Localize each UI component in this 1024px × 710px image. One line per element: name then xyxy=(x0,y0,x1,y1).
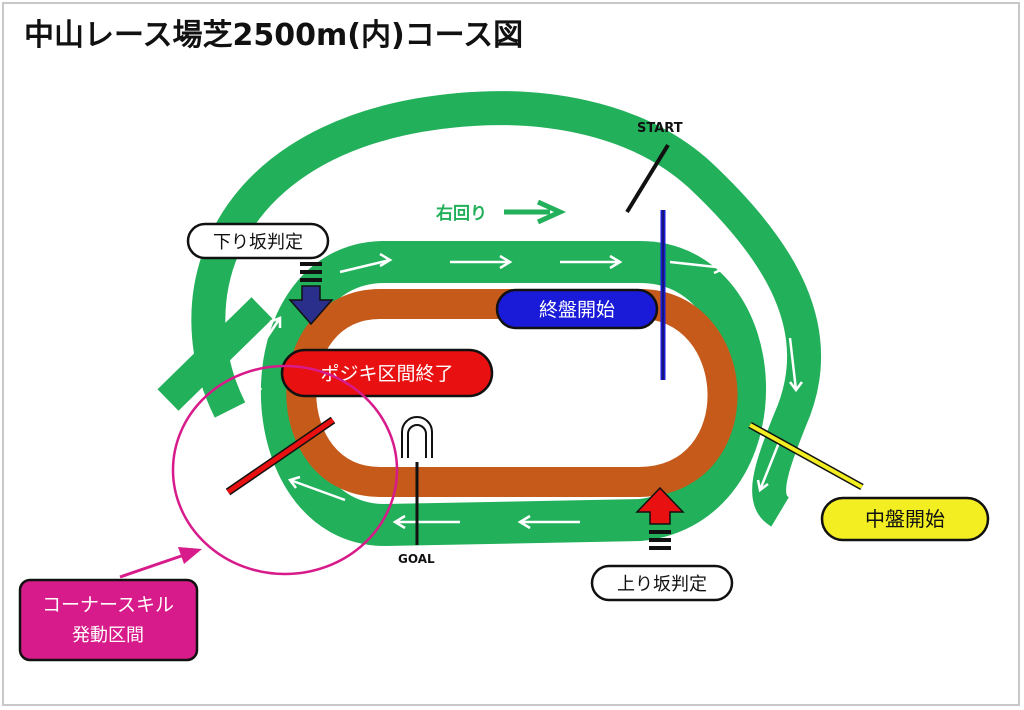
corner-skill-label-line1: コーナースキル xyxy=(42,594,174,616)
corner-skill-badge xyxy=(18,578,199,662)
start-label: START xyxy=(637,121,683,136)
corner-skill-pointer xyxy=(119,551,191,579)
goal-post-icon xyxy=(401,416,433,545)
final-phase-label: 終盤開始 xyxy=(539,299,615,321)
mid-phase-badge xyxy=(820,496,990,542)
position-keep-badge xyxy=(280,348,494,398)
uphill-badge xyxy=(590,564,734,602)
downhill-badge xyxy=(186,222,330,260)
inner-direction-arrows xyxy=(213,252,803,530)
downhill-check-label: 下り坂判定 xyxy=(213,232,303,253)
start-line xyxy=(625,143,670,214)
arrow-right-icon xyxy=(504,199,567,225)
outer-turf-spur xyxy=(157,297,273,411)
goal-label: GOAL xyxy=(398,552,435,566)
corner-skill-circle xyxy=(171,364,399,576)
outer-turf-loop xyxy=(191,91,821,527)
direction-label: 右回り xyxy=(436,203,487,224)
uphill-check-label: 上り坂判定 xyxy=(617,574,707,595)
page-title: 中山レース場芝2500m(内)コース図 xyxy=(24,18,524,53)
position-keep-label: ポジキ区間終了 xyxy=(320,363,453,385)
corner-skill-label-line2: 発動区間 xyxy=(72,625,144,646)
up-arrow-icon xyxy=(635,486,685,550)
final-phase-badge xyxy=(495,288,659,330)
corner-skill-pointer-head xyxy=(178,547,202,564)
inner-turf-oval xyxy=(260,241,766,547)
mid-phase-line-fill xyxy=(749,423,863,489)
mid-phase-label: 中盤開始 xyxy=(865,507,945,531)
down-arrow-icon xyxy=(288,262,334,326)
position-keep-line-fill xyxy=(226,417,335,495)
